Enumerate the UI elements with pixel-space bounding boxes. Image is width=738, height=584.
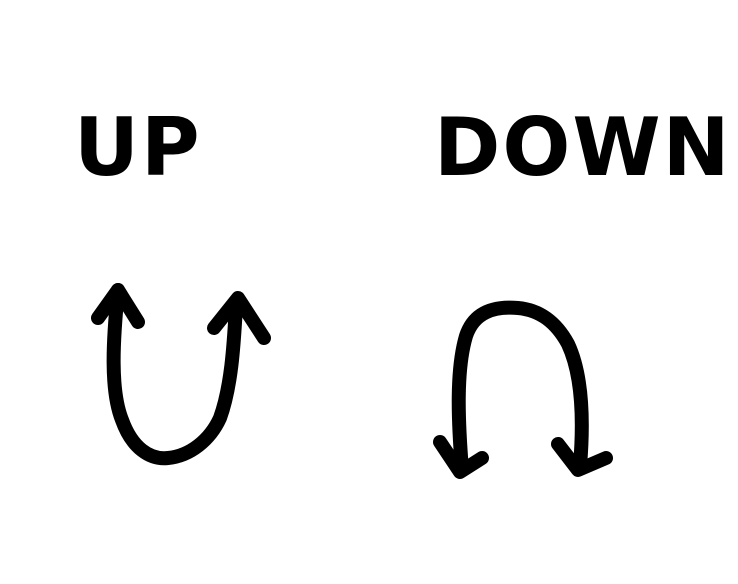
u-curve bbox=[106, 283, 243, 466]
right-arrowhead-down bbox=[551, 437, 613, 477]
arch-curve bbox=[451, 300, 589, 477]
u-turn-down-arrow-icon bbox=[433, 300, 613, 479]
down-label: DOWN bbox=[434, 101, 732, 194]
left-arrowhead bbox=[91, 283, 145, 329]
right-arrowhead bbox=[207, 291, 271, 345]
up-label: UP bbox=[74, 101, 202, 194]
left-arrowhead-down bbox=[433, 435, 489, 479]
u-turn-up-arrow-icon bbox=[91, 283, 271, 466]
